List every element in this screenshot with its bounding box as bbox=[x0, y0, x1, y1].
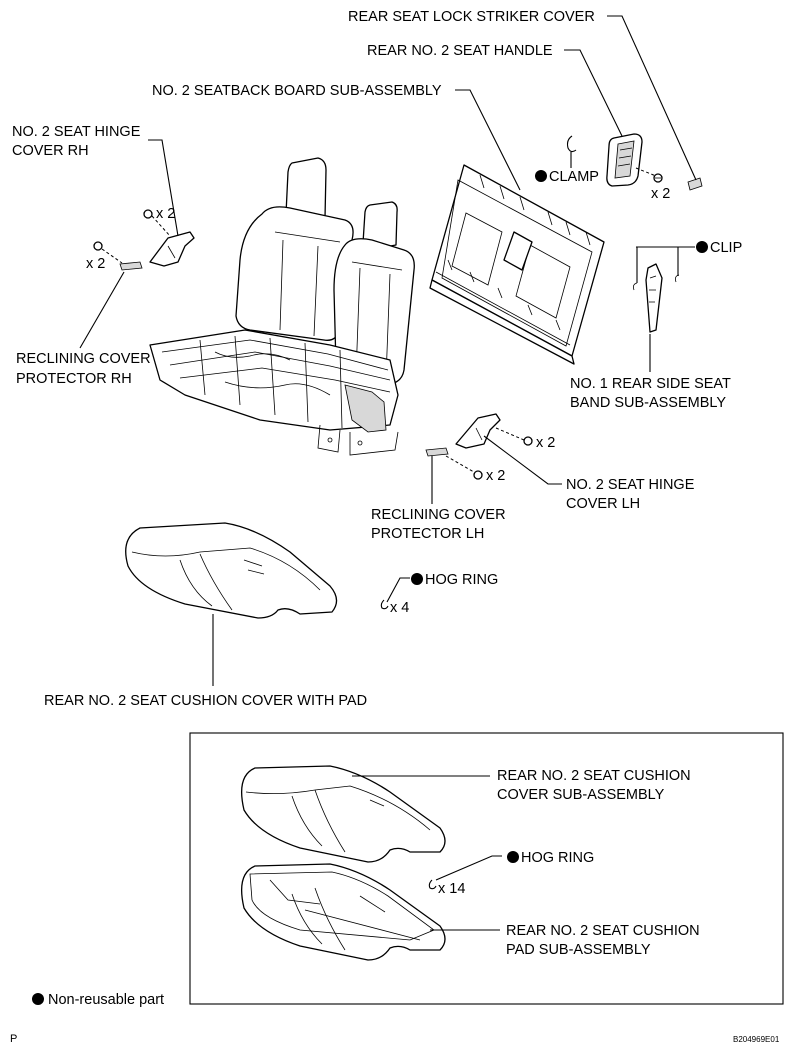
hinge-cover-lh-part bbox=[455, 413, 501, 449]
cushion-cover-with-pad-part bbox=[125, 522, 338, 619]
reclining-protector-rh-part bbox=[119, 261, 143, 271]
clip-non-reusable-icon bbox=[696, 241, 708, 253]
leader-lines bbox=[79, 15, 697, 686]
side-seat-band-label-line2: BAND SUB-ASSEMBLY bbox=[570, 395, 726, 411]
seat-frame-illustration bbox=[149, 157, 415, 456]
cushion-cover-with-pad-label: REAR NO. 2 SEAT CUSHION COVER WITH PAD bbox=[44, 693, 367, 709]
hog-ring-non-reusable-icon bbox=[411, 573, 423, 585]
handle-screw-icon bbox=[635, 167, 663, 183]
hog-ring-part bbox=[380, 599, 389, 610]
hog-ring-qty: x 4 bbox=[390, 600, 409, 616]
rh-hinge-screw-qty: x 2 bbox=[156, 206, 175, 222]
rh-protector-screw-icon bbox=[93, 241, 123, 264]
side-seat-band-label-line1: NO. 1 REAR SIDE SEAT bbox=[570, 376, 731, 392]
clamp-part bbox=[566, 135, 577, 153]
clamp-non-reusable-icon bbox=[535, 170, 547, 182]
hinge-cover-lh-label-line2: COVER LH bbox=[566, 496, 640, 512]
reclining-protector-rh-label-line1: RECLINING COVER bbox=[16, 351, 151, 367]
clip-label: CLIP bbox=[710, 240, 742, 256]
hinge-cover-rh-label-line1: NO. 2 SEAT HINGE bbox=[12, 124, 141, 140]
quantity-labels: x 2 x 2 x 2 x 2 x 2 x 4 bbox=[86, 186, 670, 616]
lock-striker-cover-label: REAR SEAT LOCK STRIKER COVER bbox=[348, 9, 595, 25]
lh-protector-screw-icon bbox=[445, 455, 483, 480]
footer-left-text: P bbox=[10, 1033, 17, 1045]
hog-ring-inset-part bbox=[428, 879, 437, 890]
rh-hinge-screw-icon bbox=[143, 209, 171, 237]
cushion-pad-sub-part bbox=[241, 863, 446, 961]
lock-striker-cover-part bbox=[687, 177, 703, 191]
lh-hinge-screw-qty: x 2 bbox=[536, 435, 555, 451]
cushion-pad-sub-label-line1: REAR NO. 2 SEAT CUSHION bbox=[506, 923, 700, 939]
seatback-board-part bbox=[429, 164, 605, 365]
reclining-protector-lh-part bbox=[425, 447, 449, 457]
rh-protector-screw-qty: x 2 bbox=[86, 256, 105, 272]
inset-box: REAR NO. 2 SEAT CUSHION COVER SUB-ASSEMB… bbox=[189, 732, 784, 1005]
reclining-protector-rh-label-line2: PROTECTOR RH bbox=[16, 371, 132, 387]
seat-handle-label: REAR NO. 2 SEAT HANDLE bbox=[367, 43, 553, 59]
legend-text: Non-reusable part bbox=[48, 992, 164, 1008]
text-labels: REAR SEAT LOCK STRIKER COVER REAR NO. 2 … bbox=[12, 9, 742, 709]
hog-ring-inset-qty: x 14 bbox=[438, 881, 465, 897]
seat-handle-part bbox=[606, 133, 643, 187]
cushion-cover-sub-label-line2: COVER SUB-ASSEMBLY bbox=[497, 787, 665, 803]
lh-protector-screw-qty: x 2 bbox=[486, 468, 505, 484]
reclining-protector-lh-label-line2: PROTECTOR LH bbox=[371, 526, 484, 542]
hinge-cover-rh-label-line2: COVER RH bbox=[12, 143, 89, 159]
legend: Non-reusable part bbox=[32, 992, 164, 1008]
cushion-cover-sub-part bbox=[241, 765, 446, 863]
side-seat-band-part bbox=[633, 263, 680, 333]
non-reusable-markers bbox=[411, 170, 708, 585]
handle-screw-qty: x 2 bbox=[651, 186, 670, 202]
seatback-board-label: NO. 2 SEATBACK BOARD SUB-ASSEMBLY bbox=[152, 83, 442, 99]
footer-right-code: B204969E01 bbox=[733, 1035, 780, 1044]
lh-hinge-screw-icon bbox=[495, 427, 533, 446]
hinge-cover-rh-part bbox=[149, 231, 195, 267]
clamp-label: CLAMP bbox=[549, 169, 599, 185]
hog-ring-inset-label: HOG RING bbox=[521, 850, 594, 866]
non-reusable-legend-icon bbox=[32, 993, 44, 1005]
cushion-cover-sub-label-line1: REAR NO. 2 SEAT CUSHION bbox=[497, 768, 691, 784]
hinge-cover-lh-label-line1: NO. 2 SEAT HINGE bbox=[566, 477, 695, 493]
hog-ring-inset-non-reusable-icon bbox=[507, 851, 519, 863]
cushion-pad-sub-label-line2: PAD SUB-ASSEMBLY bbox=[506, 942, 651, 958]
reclining-protector-lh-label-line1: RECLINING COVER bbox=[371, 507, 506, 523]
hog-ring-label: HOG RING bbox=[425, 572, 498, 588]
